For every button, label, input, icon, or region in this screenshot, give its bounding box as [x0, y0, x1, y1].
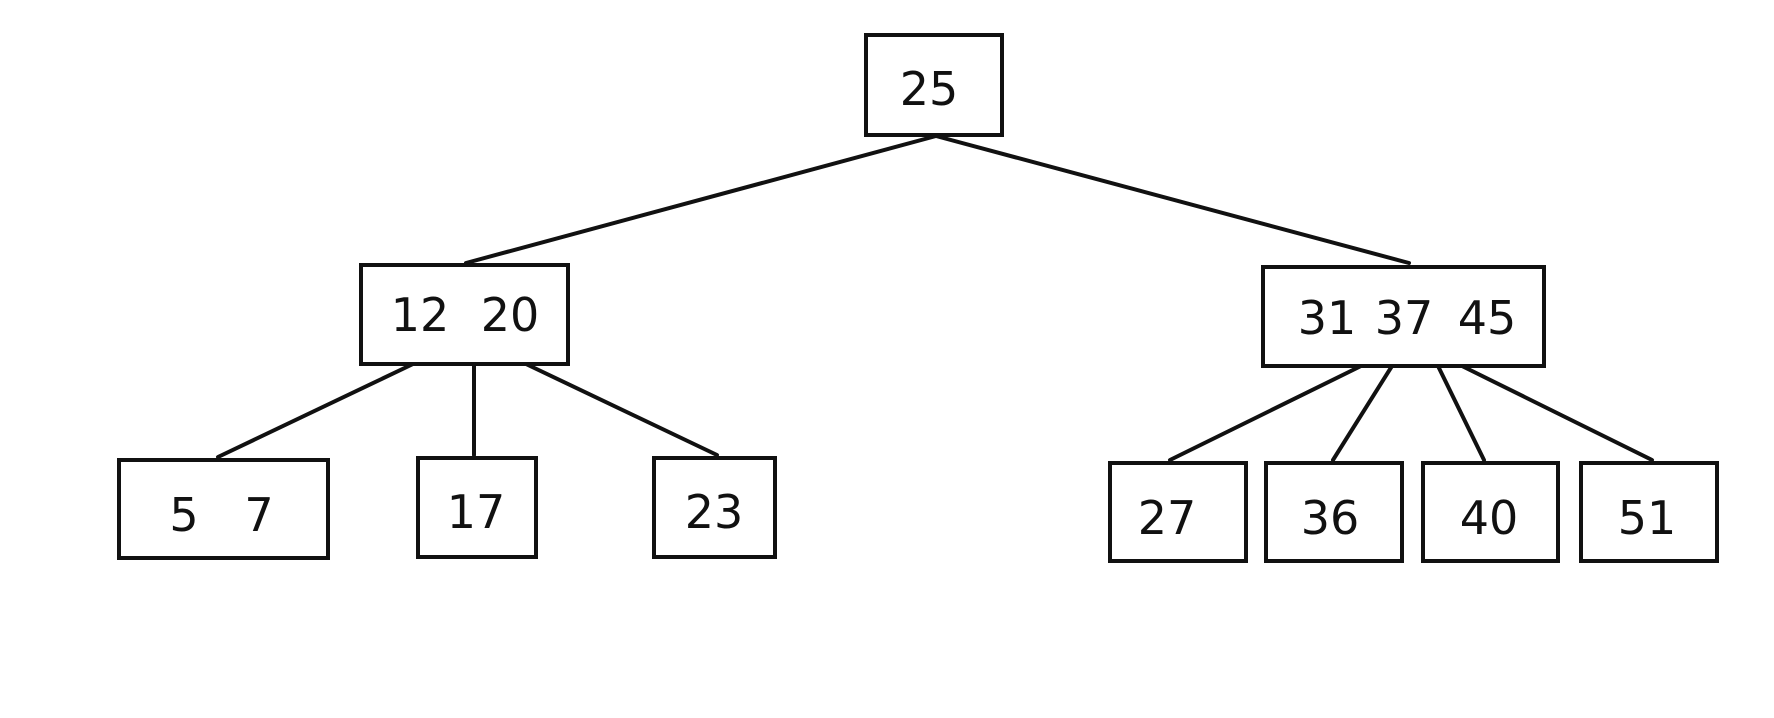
- internal-node-left: 12 20: [359, 263, 570, 366]
- root-node-box: [864, 33, 1004, 137]
- edge-right-internal-to-leaf-40: [1436, 364, 1486, 462]
- edge-right-internal-to-leaf-51: [1460, 364, 1654, 462]
- internal-node-left-key-2: 20: [481, 288, 540, 342]
- leaf-node-51-box: [1579, 461, 1719, 563]
- leaf-node-23: 23: [652, 456, 777, 559]
- leaf-node-51: 51: [1579, 461, 1719, 563]
- leaf-node-5-7-box: [117, 458, 330, 560]
- internal-node-left-key-1: 12: [391, 288, 450, 342]
- internal-node-left-box: [359, 263, 570, 366]
- edge-right-internal-to-leaf-27: [1168, 364, 1363, 462]
- leaf-node-5-7-key-2: 7: [244, 488, 273, 542]
- internal-node-right-key-1: 31: [1298, 291, 1357, 345]
- leaf-node-27-box: [1108, 461, 1248, 563]
- leaf-node-51-key-1: 51: [1618, 491, 1677, 545]
- edge-root-to-right-internal: [934, 134, 1411, 265]
- leaf-node-27-key-1: 27: [1138, 491, 1197, 545]
- root-key-1: 25: [900, 62, 959, 116]
- internal-node-right-key-2: 37: [1375, 291, 1434, 345]
- leaf-node-40-box: [1421, 461, 1560, 563]
- internal-node-right-box: [1261, 265, 1546, 368]
- leaf-node-36: 36: [1264, 461, 1404, 563]
- edge-left-internal-to-leaf-23: [524, 362, 719, 457]
- edge-left-internal-to-leaf-5-7: [216, 362, 415, 459]
- edge-right-internal-to-leaf-36: [1331, 364, 1394, 462]
- leaf-node-27: 27: [1108, 461, 1248, 563]
- leaf-node-17: 17: [416, 456, 538, 559]
- leaf-node-23-box: [652, 456, 777, 559]
- leaf-node-40-key-1: 40: [1460, 491, 1519, 545]
- leaf-node-40: 40: [1421, 461, 1560, 563]
- leaf-node-17-box: [416, 456, 538, 559]
- leaf-node-5-7: 5 7: [117, 458, 330, 560]
- leaf-node-23-key-1: 23: [685, 485, 744, 539]
- leaf-node-17-key-1: 17: [447, 485, 506, 539]
- internal-node-right: 31 37 45: [1261, 265, 1546, 368]
- leaf-node-36-key-1: 36: [1301, 491, 1360, 545]
- leaf-node-5-7-key-1: 5: [169, 488, 198, 542]
- edge-root-to-left-internal: [464, 134, 938, 265]
- root-node: 25: [864, 33, 1004, 137]
- leaf-node-36-box: [1264, 461, 1404, 563]
- internal-node-right-key-3: 45: [1458, 291, 1517, 345]
